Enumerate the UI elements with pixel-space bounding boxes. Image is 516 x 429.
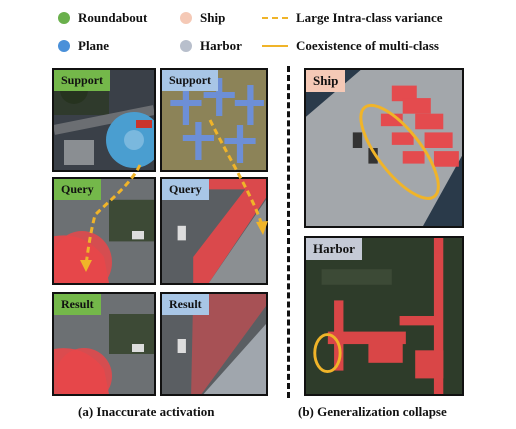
gray-dot-icon xyxy=(180,40,192,52)
caption-right: (b) Generalization collapse xyxy=(298,404,447,419)
legend-plane-label: Plane xyxy=(78,38,110,53)
vertical-divider xyxy=(287,66,290,398)
plane-result-image xyxy=(162,294,266,394)
green-dot-icon xyxy=(58,12,70,24)
tag-support: Support xyxy=(162,70,219,91)
legend-harbor-label: Harbor xyxy=(200,38,242,53)
roundabout-support-panel: Support xyxy=(52,68,156,172)
roundabout-result-panel: Result xyxy=(52,292,156,396)
legend-roundabout-label: Roundabout xyxy=(78,10,148,25)
legend-ship-label: Ship xyxy=(200,10,226,25)
solid-line-icon xyxy=(262,45,288,47)
tag-result: Result xyxy=(54,294,101,315)
legend-harbor: Harbor xyxy=(180,38,242,54)
legend-intra-variance: Large Intra-class variance xyxy=(262,10,443,26)
plane-support-panel: Support xyxy=(160,68,268,172)
ship-panel: Ship xyxy=(304,68,464,228)
tag-query: Query xyxy=(54,179,101,200)
legend-ship: Ship xyxy=(180,10,225,26)
ship-image xyxy=(306,70,462,226)
plane-query-panel: Query xyxy=(160,177,268,285)
harbor-panel: Harbor xyxy=(304,236,464,396)
dashed-line-icon xyxy=(262,17,288,19)
pink-dot-icon xyxy=(180,12,192,24)
legend-coexistence-label: Coexistence of multi-class xyxy=(296,38,439,53)
tag-harbor: Harbor xyxy=(306,238,362,260)
blue-dot-icon xyxy=(58,40,70,52)
legend-plane: Plane xyxy=(58,38,109,54)
coexistence-ellipse-ship xyxy=(359,103,440,200)
tag-support: Support xyxy=(54,70,111,91)
coexistence-ellipse-harbor xyxy=(313,333,342,374)
roundabout-query-panel: Query xyxy=(52,177,156,285)
legend-intra-variance-label: Large Intra-class variance xyxy=(296,10,443,25)
plane-result-panel: Result xyxy=(160,292,268,396)
tag-ship: Ship xyxy=(306,70,346,92)
legend-coexistence: Coexistence of multi-class xyxy=(262,38,439,54)
tag-query: Query xyxy=(162,179,209,200)
legend-roundabout: Roundabout xyxy=(58,10,147,26)
harbor-image xyxy=(306,238,462,394)
caption-left: (a) Inaccurate activation xyxy=(78,404,215,419)
tag-result: Result xyxy=(162,294,209,315)
